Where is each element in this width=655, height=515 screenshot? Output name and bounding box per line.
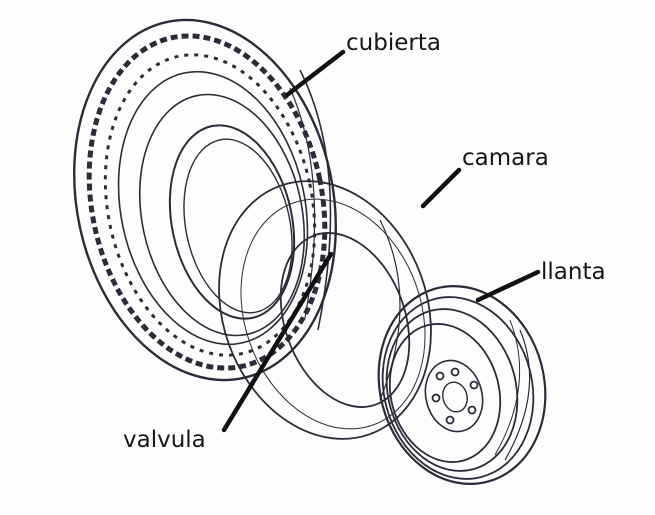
pointer-cubierta	[287, 52, 343, 95]
label-llanta: llanta	[541, 261, 606, 284]
tire-drawing	[42, 0, 368, 405]
pointer-lines	[224, 52, 538, 430]
inner-tube-drawing	[184, 151, 466, 469]
label-cubierta: cubierta	[346, 32, 441, 55]
rim-drawing	[357, 267, 567, 503]
pointer-llanta	[478, 272, 538, 300]
pointer-camara	[423, 170, 459, 206]
label-valvula: valvula	[123, 429, 206, 452]
pointer-valvula	[224, 254, 331, 430]
label-camara: camara	[462, 147, 549, 170]
